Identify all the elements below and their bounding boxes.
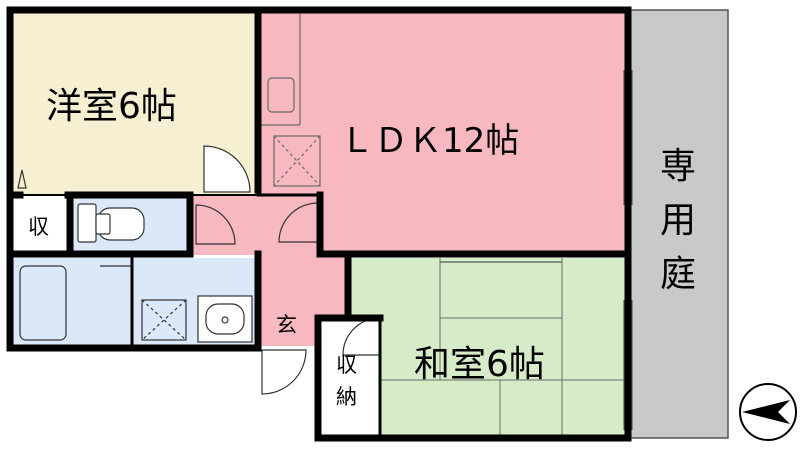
garden-label-2: 用 — [660, 200, 696, 241]
washroom-fixtures — [141, 295, 253, 343]
toilet-icon — [77, 203, 145, 243]
tatami-lines — [380, 258, 628, 438]
closet-label: 収 — [28, 215, 49, 239]
hall-floor — [190, 195, 320, 255]
garden-label-3: 庭 — [660, 254, 696, 295]
japanese-room-label: 和室6帖 — [414, 344, 545, 385]
storage-label-1: 収 — [336, 353, 357, 377]
western-room-label: 洋室6帖 — [46, 86, 177, 127]
entrance-label: 玄 — [276, 313, 297, 337]
ldk-label: ＬＤＫ12帖 — [340, 121, 519, 161]
garden-label-1: 専 — [660, 146, 696, 187]
closet-floor — [10, 195, 72, 252]
bathtub-icon — [19, 265, 132, 341]
storage-floor — [318, 318, 380, 438]
storage-label-2: 納 — [336, 385, 357, 409]
door-swings — [17, 145, 381, 395]
north-arrow-icon — [739, 383, 797, 441]
kitchen-counter — [258, 10, 321, 187]
japanese-room-floor — [348, 258, 628, 438]
garden-area — [627, 9, 729, 439]
